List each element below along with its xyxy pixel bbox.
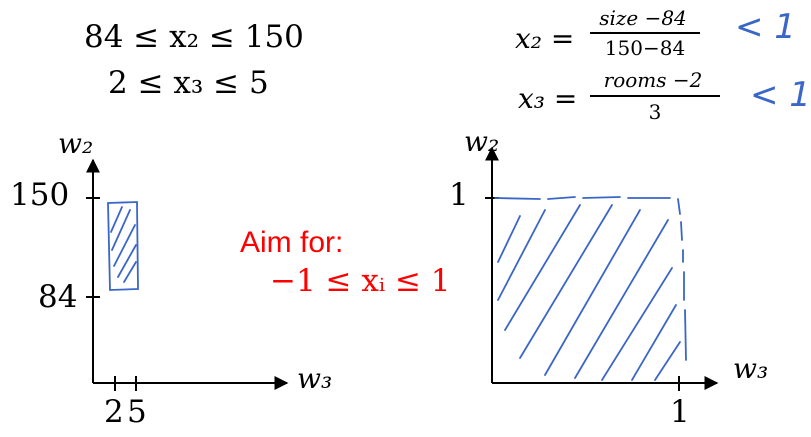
left-feasible-region <box>107 201 139 291</box>
right-plot-x-tick-1: 1 <box>670 394 690 430</box>
right-plot-x-label: w₃ <box>733 352 769 385</box>
left-plot-x-tick-5: 5 <box>127 394 147 430</box>
constraint-x3: 2 ≤ x₃ ≤ 5 <box>108 65 269 101</box>
formula-x3-lhs: x₃ = <box>518 82 578 115</box>
formula-x2-numerator: size −84 <box>599 6 687 30</box>
handwritten-less-than-one-1: < 1 <box>735 7 796 47</box>
left-plot-y-tick-84: 84 <box>38 279 78 315</box>
constraint-x2: 84 ≤ x₂ ≤ 150 <box>84 19 304 55</box>
formula-x2-fraction-bar <box>590 32 700 34</box>
aim-for-range: −1 ≤ xᵢ ≤ 1 <box>270 263 451 299</box>
formula-x3-fraction-bar <box>590 95 720 97</box>
formula-x3-numerator: rooms −2 <box>603 68 703 92</box>
left-plot-x-label: w₃ <box>297 362 333 395</box>
formula-x2-denominator: 150−84 <box>604 36 686 60</box>
handwritten-less-than-one-2: < 1 <box>750 75 811 115</box>
right-plot-y-tick-1: 1 <box>449 177 469 213</box>
formula-x3-denominator: 3 <box>648 100 662 124</box>
aim-for-label: Aim for: <box>240 226 344 259</box>
left-plot-y-tick-150: 150 <box>10 177 70 213</box>
left-plot-x-tick-2: 2 <box>104 394 124 430</box>
right-feasible-region <box>494 196 687 381</box>
left-plot-y-label: w₂ <box>58 127 94 160</box>
formula-x2-lhs: x₂ = <box>515 22 575 55</box>
